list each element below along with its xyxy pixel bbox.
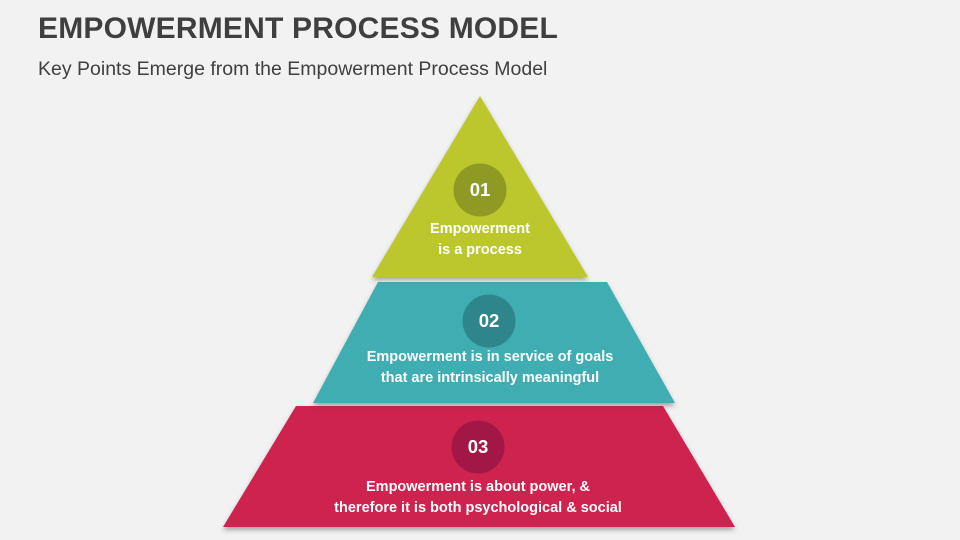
tier-1-badge-circle [453, 163, 507, 217]
tier-2-badge-circle [462, 294, 516, 348]
tier-3-badge-circle [451, 420, 505, 474]
page-subtitle: Key Points Emerge from the Empowerment P… [38, 58, 548, 80]
page-title: EMPOWERMENT PROCESS MODEL [38, 12, 559, 45]
